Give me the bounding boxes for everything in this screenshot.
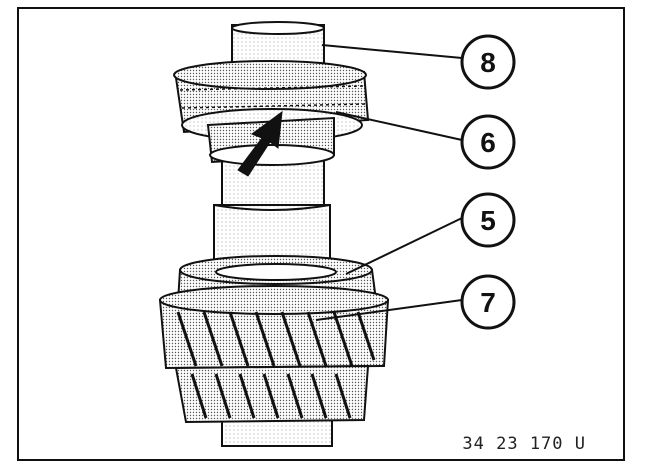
svg-text:8: 8 xyxy=(480,47,496,78)
leader-8 xyxy=(321,44,463,59)
callout-6: 6 xyxy=(460,114,516,170)
callout-5: 5 xyxy=(460,192,516,248)
figure-frame xyxy=(17,7,625,461)
callout-8: 8 xyxy=(460,34,516,90)
callout-7: 7 xyxy=(460,274,516,330)
leader-6 xyxy=(335,111,463,141)
assembly-arrow xyxy=(237,110,283,177)
svg-text:6: 6 xyxy=(480,127,496,158)
callout-leaders xyxy=(315,44,463,321)
svg-text:5: 5 xyxy=(480,205,496,236)
leader-5 xyxy=(345,217,463,275)
helical-gear-lower xyxy=(158,285,390,424)
figure-id: 34 23 170 U xyxy=(462,434,586,454)
svg-text:7: 7 xyxy=(480,287,496,318)
leader-7 xyxy=(315,299,463,321)
